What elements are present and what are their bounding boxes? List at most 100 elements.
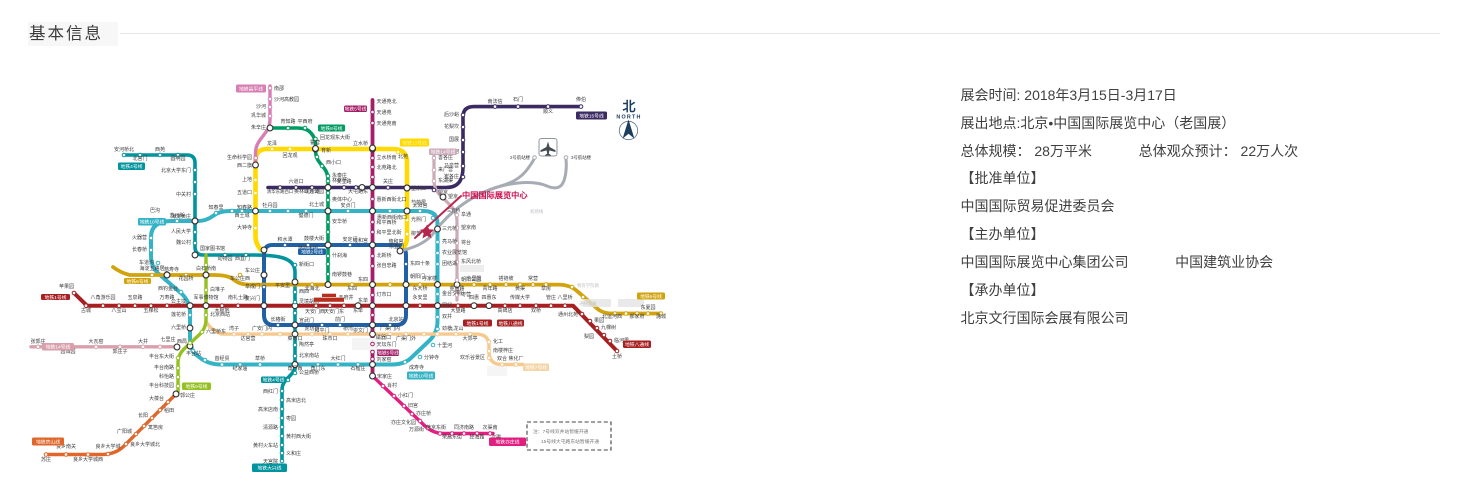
svg-text:地铁1号线: 地铁1号线 (45, 294, 67, 301)
svg-text:平安里: 平安里 (275, 282, 290, 289)
svg-text:复兴门: 复兴门 (245, 295, 260, 302)
svg-text:呼家楼: 呼家楼 (422, 275, 437, 282)
svg-text:物资学院路: 物资学院路 (577, 282, 600, 289)
svg-text:枣园: 枣园 (286, 415, 296, 422)
svg-text:万源街: 万源街 (409, 426, 424, 433)
svg-text:西钓鱼台: 西钓鱼台 (158, 285, 178, 292)
svg-text:安贞门: 安贞门 (340, 202, 355, 209)
svg-text:将台: 将台 (461, 239, 471, 246)
svg-text:车公庄西: 车公庄西 (230, 275, 250, 282)
svg-text:达官营: 达官营 (240, 335, 255, 342)
svg-text:天安门东: 天安门东 (324, 308, 344, 315)
svg-text:地铁八通线: 地铁八通线 (499, 320, 523, 327)
svg-text:北宫门: 北宫门 (132, 155, 147, 162)
svg-text:六里桥: 六里桥 (171, 324, 186, 331)
svg-text:首经贸: 首经贸 (214, 355, 229, 362)
svg-text:四惠: 四惠 (469, 294, 479, 301)
svg-text:东四十条: 东四十条 (410, 260, 430, 267)
svg-text:传媒大学: 传媒大学 (510, 294, 530, 301)
svg-text:九棵树: 九棵树 (601, 324, 616, 331)
svg-text:稻田: 稻田 (164, 407, 174, 414)
svg-text:八角游乐园: 八角游乐园 (90, 294, 115, 301)
svg-text:地铁7号线: 地铁7号线 (525, 364, 547, 371)
svg-text:成寿寺: 成寿寺 (409, 364, 424, 371)
svg-text:大井: 大井 (138, 338, 148, 345)
svg-text:地铁大兴线: 地铁大兴线 (258, 465, 282, 472)
svg-text:焦化厂: 焦化厂 (508, 355, 523, 362)
svg-text:张郭庄: 张郭庄 (30, 338, 45, 345)
svg-text:四惠东: 四惠东 (481, 294, 496, 301)
svg-text:磁器口: 磁器口 (376, 334, 391, 341)
svg-text:鼓楼大街: 鼓楼大街 (304, 235, 324, 242)
svg-text:光熙门: 光熙门 (411, 216, 426, 223)
svg-text:南礼士路: 南礼士路 (228, 294, 248, 301)
svg-text:国贸: 国贸 (442, 302, 452, 309)
svg-text:雍和宫: 雍和宫 (388, 238, 403, 245)
svg-text:珠市口: 珠市口 (322, 335, 337, 342)
svg-text:十里堡: 十里堡 (466, 275, 481, 282)
svg-text:惠新西街北口: 惠新西街北口 (377, 196, 407, 203)
svg-text:永安里: 永安里 (412, 294, 427, 301)
svg-text:东湖渠: 东湖渠 (438, 177, 453, 184)
svg-text:育新: 育新 (321, 147, 331, 154)
svg-text:同济南路: 同济南路 (454, 424, 474, 431)
svg-text:安河桥北: 安河桥北 (114, 146, 134, 153)
svg-text:大望路: 大望路 (450, 307, 465, 314)
svg-text:新街口: 新街口 (299, 261, 314, 268)
svg-text:万寿路: 万寿路 (159, 294, 174, 301)
svg-text:金台夕照: 金台夕照 (442, 290, 462, 297)
svg-text:天通苑北: 天通苑北 (377, 98, 397, 105)
svg-text:张自忠路: 张自忠路 (377, 262, 397, 269)
svg-text:和平西桥: 和平西桥 (377, 219, 397, 226)
svg-text:亦庄文化园: 亦庄文化园 (391, 419, 416, 426)
svg-text:长春桥: 长春桥 (132, 246, 147, 253)
svg-text:15号线大屯路东站暂缓开通: 15号线大屯路东站暂缓开通 (541, 438, 599, 445)
svg-text:和平门: 和平门 (314, 327, 329, 334)
svg-text:东大桥: 东大桥 (412, 285, 427, 292)
svg-text:广安门内: 广安门内 (252, 325, 272, 332)
svg-text:黄渠: 黄渠 (515, 285, 525, 292)
svg-text:立水桥: 立水桥 (353, 140, 368, 147)
svg-text:北京南站: 北京南站 (299, 352, 319, 359)
svg-text:望京南: 望京南 (461, 224, 476, 231)
svg-text:太阳宫: 太阳宫 (412, 202, 427, 209)
svg-text:西四: 西四 (299, 289, 309, 295)
svg-text:霍营: 霍营 (310, 139, 320, 146)
svg-text:北土城: 北土城 (309, 201, 324, 208)
svg-text:国展: 国展 (449, 137, 459, 143)
svg-text:前门: 前门 (335, 316, 345, 323)
svg-text:义和庄: 义和庄 (286, 450, 301, 457)
svg-text:天坛东门: 天坛东门 (377, 341, 397, 348)
svg-text:西二旗: 西二旗 (237, 162, 252, 169)
svg-text:中关村: 中关村 (176, 191, 191, 198)
svg-text:次渠: 次渠 (491, 434, 501, 441)
svg-text:高米店南: 高米店南 (258, 406, 278, 413)
svg-text:注：7号线双井站暂缓开通: 注：7号线双井站暂缓开通 (533, 428, 589, 435)
svg-text:荣京东街: 荣京东街 (426, 424, 446, 431)
svg-text:3号航站楼: 3号航站楼 (571, 154, 592, 161)
svg-text:巴沟: 巴沟 (150, 207, 160, 214)
svg-text:良乡大学城: 良乡大学城 (95, 443, 120, 450)
svg-text:广渠门内: 广渠门内 (380, 325, 400, 332)
svg-text:果园: 果园 (594, 318, 604, 324)
svg-text:通州北关: 通州北关 (579, 300, 597, 307)
svg-text:十里河: 十里河 (437, 342, 452, 349)
svg-text:纪家庙: 纪家庙 (232, 365, 247, 372)
svg-text:东直门: 东直门 (389, 243, 404, 250)
svg-text:健德门: 健德门 (298, 212, 313, 219)
svg-text:崔各庄: 崔各庄 (444, 173, 459, 180)
svg-text:安立路: 安立路 (336, 178, 351, 185)
svg-text:良乡大学城西: 良乡大学城西 (73, 456, 103, 463)
svg-text:角门东: 角门东 (310, 365, 325, 372)
svg-text:五棵松: 五棵松 (143, 307, 158, 314)
svg-text:苏庄: 苏庄 (41, 456, 51, 463)
svg-text:南法信: 南法信 (487, 98, 502, 105)
svg-text:来广营: 来广营 (438, 166, 453, 173)
svg-text:宋家庄: 宋家庄 (377, 373, 392, 380)
svg-text:地铁6号线: 地铁6号线 (640, 293, 662, 300)
svg-text:管庄: 管庄 (546, 294, 556, 301)
svg-text:军事博物馆: 军事博物馆 (193, 294, 218, 301)
svg-text:沙河高教园: 沙河高教园 (274, 96, 299, 103)
svg-text:花梨坎: 花梨坎 (444, 123, 459, 130)
svg-text:动物园: 动物园 (217, 255, 232, 262)
